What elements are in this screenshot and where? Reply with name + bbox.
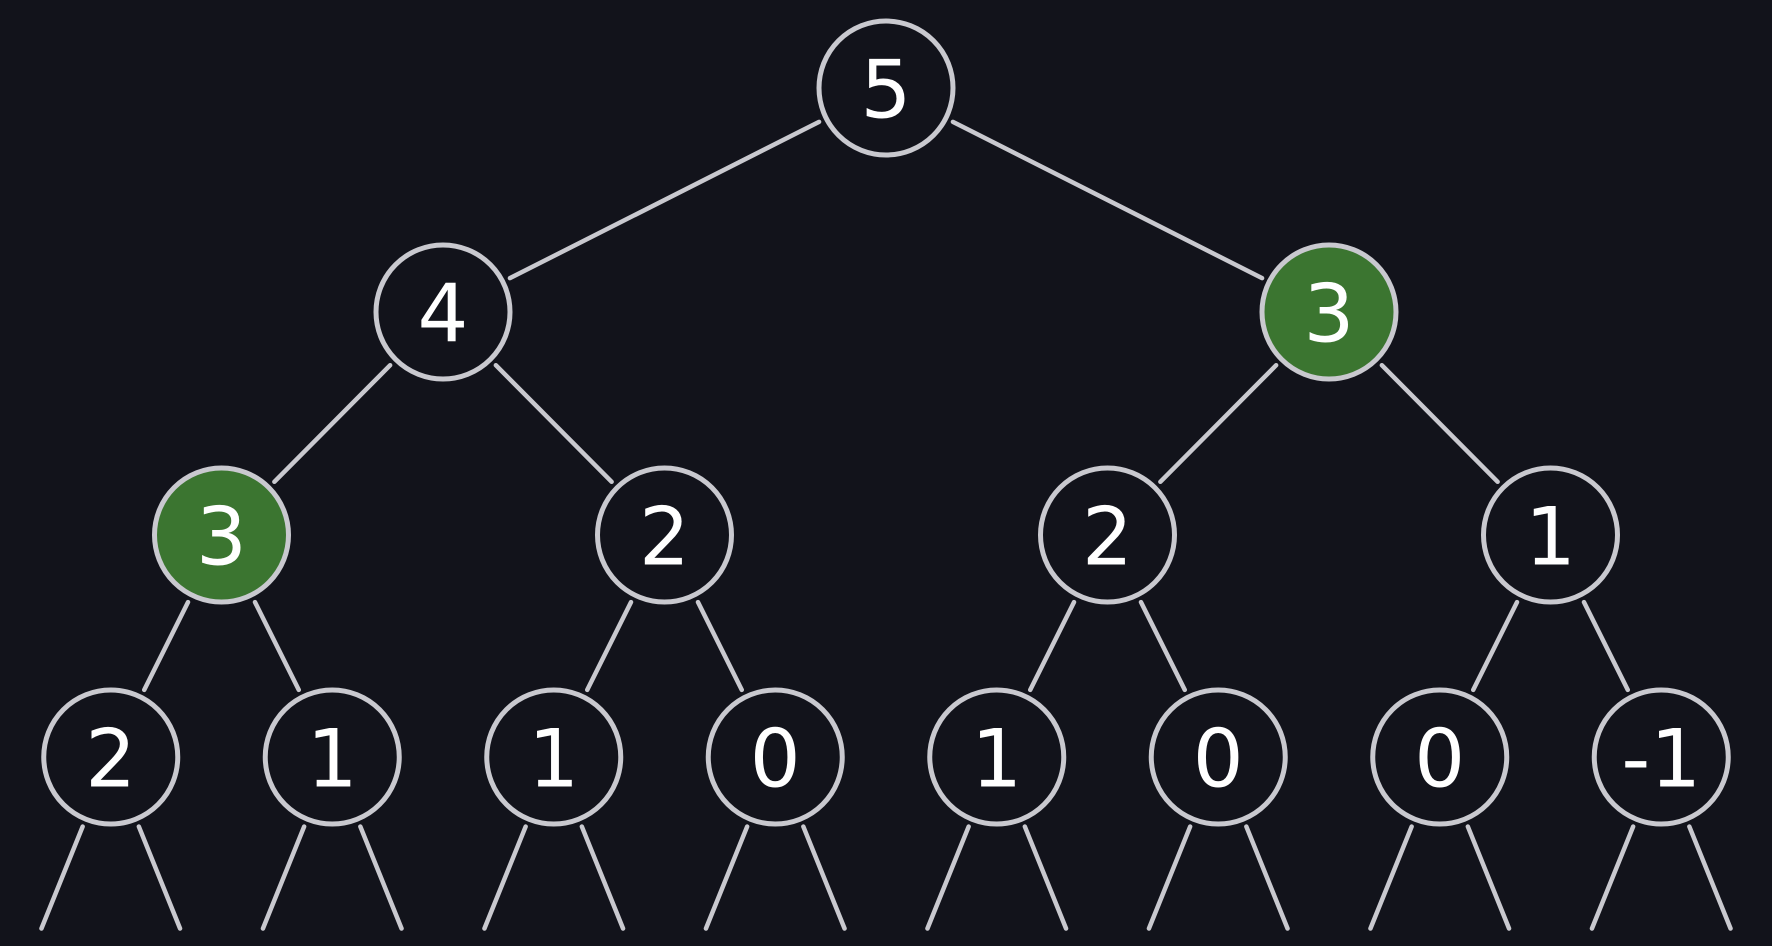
leaf-continuation-edge: [1589, 824, 1636, 931]
node-circle: [1370, 687, 1510, 827]
node-circle: [484, 687, 624, 827]
leaf-continuation-edge: [39, 824, 85, 931]
tree-node: 5: [816, 18, 956, 158]
tree-node: 3: [152, 465, 291, 605]
tree-edge: [1158, 362, 1279, 485]
node-value: 1: [1525, 491, 1576, 584]
node-value: 0: [750, 713, 801, 806]
leaf-continuation-edge: [801, 824, 847, 931]
node-value: 2: [639, 491, 690, 584]
node-value: 3: [196, 491, 247, 584]
tree-edge: [493, 362, 614, 485]
leaf-continuation-edge: [1146, 824, 1193, 931]
node-value: 0: [1193, 713, 1244, 806]
tree-node: 1: [484, 687, 624, 827]
tree-edge: [272, 362, 393, 485]
tree-edge: [141, 599, 191, 693]
leaf-continuation-edge: [482, 824, 528, 931]
tree-node: 2: [1038, 465, 1177, 605]
leaf-continuation-edge: [1022, 824, 1069, 931]
node-circle: [705, 687, 845, 827]
node-circle: [816, 18, 956, 158]
leaf-continuation-edge: [1465, 824, 1512, 931]
tree-node: 1: [1481, 465, 1620, 605]
leaf-continuation-edge: [1687, 824, 1733, 931]
node-circle-highlighted: [1259, 242, 1399, 382]
node-circle: [1591, 687, 1731, 827]
node-value: 2: [1082, 491, 1133, 584]
node-circle: [927, 687, 1067, 827]
tree-edge: [1138, 599, 1188, 693]
node-value: 4: [418, 268, 469, 361]
node-value: -1: [1621, 713, 1701, 806]
tree-edge: [252, 599, 302, 693]
tree-node: 1: [927, 687, 1067, 827]
leaf-continuation-edge: [1368, 824, 1414, 931]
leaf-continuation-edge: [260, 824, 307, 931]
tree-node: 2: [595, 465, 734, 605]
tree-node: 3: [1259, 242, 1399, 382]
tree-edge: [1027, 599, 1077, 693]
tree-edge: [584, 599, 634, 693]
leaf-continuation-edge: [703, 824, 750, 931]
tree-node: -1: [1591, 687, 1731, 827]
tree-node: 1: [262, 687, 402, 827]
tree-edge: [695, 599, 745, 693]
tree-node: 0: [1370, 687, 1510, 827]
tree-edge: [507, 119, 822, 281]
tree-edges: [39, 119, 1733, 931]
tree-node: 2: [41, 687, 181, 827]
node-circle: [1481, 465, 1620, 605]
node-value: 1: [307, 713, 358, 806]
tree-edge: [1470, 599, 1520, 693]
node-value: 3: [1304, 268, 1355, 361]
tree-node: 0: [1148, 687, 1288, 827]
node-value: 0: [1414, 713, 1465, 806]
leaf-continuation-edge: [1244, 824, 1290, 931]
node-circle: [41, 687, 181, 827]
node-value: 5: [861, 44, 912, 137]
tree-nodes: 5 4 3 3 2 2 1 2 1 1 0 1 0 0 -1: [41, 18, 1731, 827]
node-circle: [373, 242, 513, 382]
tree-edge: [1379, 362, 1500, 485]
tree-node: 0: [705, 687, 845, 827]
leaf-continuation-edge: [925, 824, 971, 931]
node-value: 2: [85, 713, 136, 806]
node-circle: [1038, 465, 1177, 605]
node-value: 1: [528, 713, 579, 806]
tree-node: 4: [373, 242, 513, 382]
leaf-continuation-edge: [579, 824, 626, 931]
tree-edge: [950, 119, 1265, 281]
tree-edge: [1581, 599, 1631, 693]
node-value: 1: [971, 713, 1022, 806]
leaf-continuation-edge: [358, 824, 404, 931]
leaf-continuation-edge: [136, 824, 183, 931]
node-circle: [262, 687, 402, 827]
node-circle: [1148, 687, 1288, 827]
node-circle-highlighted: [152, 465, 291, 605]
node-circle: [595, 465, 734, 605]
